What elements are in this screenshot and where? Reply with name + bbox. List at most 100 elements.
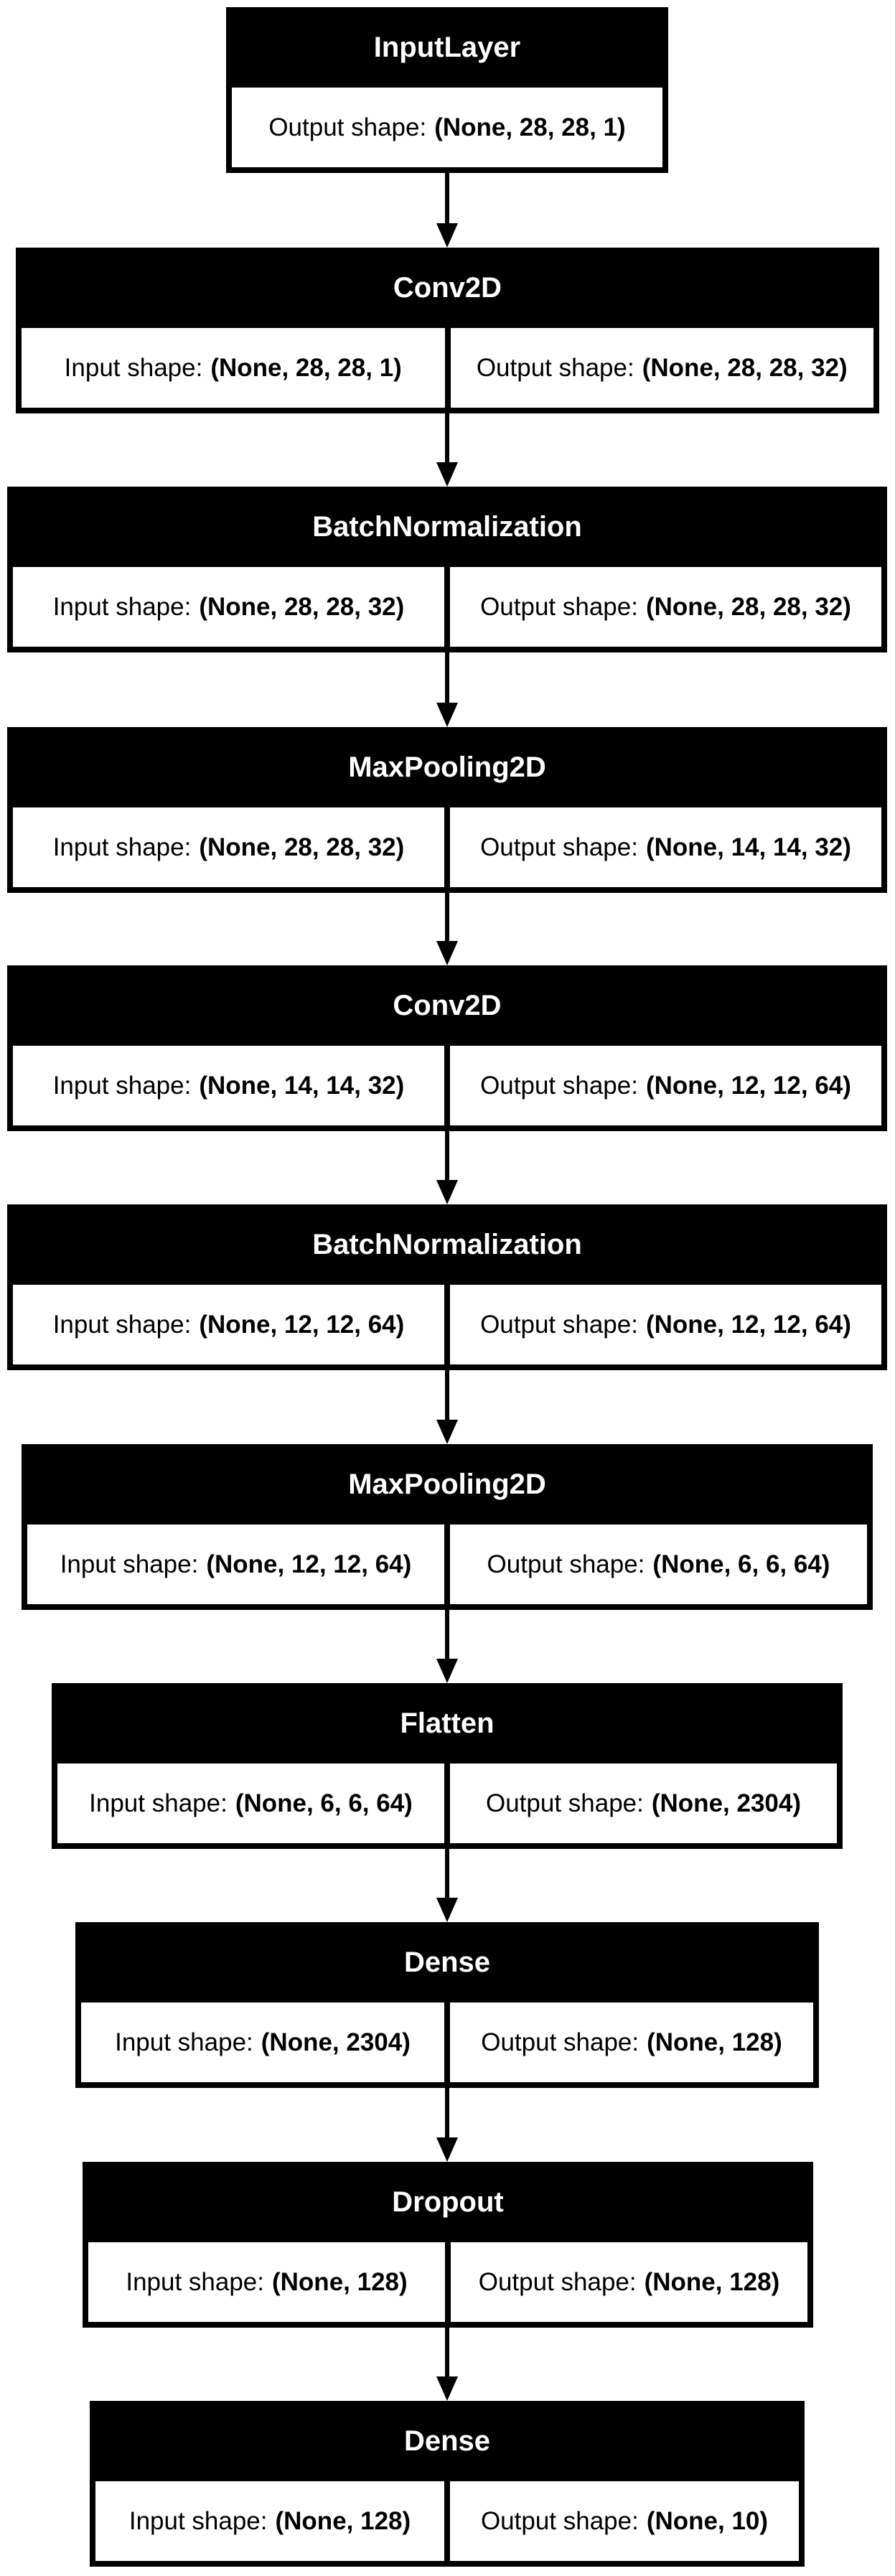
edge-line <box>445 2088 449 2140</box>
output-shape-cell: Output shape:(None, 12, 12, 64) <box>450 1046 881 1125</box>
output-shape-value: (None, 2304) <box>651 1789 801 1817</box>
input-shape-label: Input shape: <box>89 1789 228 1817</box>
output-shape-label: Output shape: <box>487 1550 645 1578</box>
layer-shapes: Input shape:(None, 12, 12, 64) Output sha… <box>27 1524 867 1604</box>
output-shape-cell: Output shape:(None, 14, 14, 32) <box>450 807 881 887</box>
layer-title: Dense <box>403 2425 491 2457</box>
input-shape-cell: Input shape:(None, 28, 28, 32) <box>13 807 444 887</box>
output-shape-cell: Output shape: (None, 28, 28, 32) <box>450 328 873 408</box>
layer-shapes: Input shape:(None, 28, 28, 32)Output sha… <box>13 807 881 887</box>
input-shape-label: Input shape: <box>64 353 203 382</box>
edge-line <box>445 1131 449 1183</box>
layer-shapes: Input shape:(None, 128)Output shape:(Non… <box>95 2481 799 2561</box>
input-shape-value: (None, 2304) <box>261 2028 411 2056</box>
input-shape-cell: Input shape:(None, 28, 28, 32) <box>13 567 444 647</box>
output-shape-label: Output shape: <box>268 113 427 141</box>
layer-node: MaxPooling2D Input shape:(None, 28, 28, 3… <box>7 727 887 893</box>
arrowhead-icon <box>436 1180 458 1204</box>
input-shape-cell: Input shape:(None, 28, 28, 1) <box>22 328 445 408</box>
input-shape-value: (None, 12, 12, 64) <box>199 1310 405 1339</box>
output-shape-label: Output shape: <box>485 1789 644 1817</box>
input-shape-label: Input shape: <box>52 1310 192 1339</box>
input-shape-label: Input shape: <box>52 833 192 861</box>
output-shape-value: (None, 6, 6, 64) <box>652 1550 830 1578</box>
layer-shapes: Input shape:(None, 14, 14, 32)Output sha… <box>13 1046 881 1125</box>
arrowhead-icon <box>436 941 458 965</box>
input-shape-label: Input shape: <box>115 2028 253 2056</box>
layer-title: Dropout <box>392 2186 504 2218</box>
input-shape-label: Input shape: <box>52 1071 192 1100</box>
layer-shapes: Input shape:(None, 12, 12, 64)Output sha… <box>13 1285 881 1364</box>
input-shape-value: (None, 28, 28, 32) <box>199 592 405 621</box>
input-shape-label: Input shape: <box>126 2267 264 2296</box>
layer-title: MaxPooling2D <box>348 1468 546 1500</box>
output-shape-value: (None, 28, 28, 32) <box>645 592 851 621</box>
output-shape-value: (None, 28, 28, 32) <box>642 353 848 382</box>
output-shape-cell: Output shape:(None, 2304) <box>450 1764 837 1843</box>
arrowhead-icon <box>436 223 458 248</box>
input-shape-cell: Input shape:(None, 128) <box>95 2481 444 2561</box>
layer-title: Conv2D <box>393 271 502 304</box>
input-shape-label: Input shape: <box>52 592 192 621</box>
layer-shapes: Input shape:(None, 6, 6, 64)Output shape… <box>57 1764 837 1843</box>
arrowhead-icon <box>436 703 458 727</box>
output-shape-value: (None, 12, 12, 64) <box>645 1310 851 1339</box>
arrowhead-icon <box>436 1898 458 1922</box>
output-shape-cell: Output shape: (None, 128) <box>450 2003 813 2082</box>
edge-line <box>445 173 449 226</box>
input-shape-label: Input shape: <box>60 1550 199 1578</box>
layer-title: Dense <box>403 1946 491 1978</box>
output-shape-cell: Output shape:(None, 128) <box>451 2242 807 2322</box>
arrowhead-icon <box>436 1420 458 1444</box>
output-shape-label: Output shape: <box>476 353 634 382</box>
output-shape-label: Output shape: <box>481 2028 639 2056</box>
output-shape-value: (None, 128) <box>647 2028 782 2056</box>
layer-shapes: Input shape:(None, 28, 28, 1)Output shap… <box>22 328 873 408</box>
output-shape-label: Output shape: <box>480 1071 638 1100</box>
output-shape-label: Output shape: <box>480 592 638 621</box>
input-shape-cell: Input shape:(None, 6, 6, 64) <box>57 1764 444 1843</box>
layer-shapes: Input shape:(None, 28, 28, 32)Output sha… <box>13 567 881 647</box>
output-shape-cell: Output shape:(None, 28, 28, 1) <box>232 88 662 167</box>
input-shape-cell: Input shape:(None, 12, 12, 64) <box>27 1524 444 1604</box>
input-shape-value: (None, 28, 28, 1) <box>210 353 402 382</box>
edge-line <box>445 413 449 465</box>
input-shape-value: (None, 12, 12, 64) <box>206 1550 412 1578</box>
layer-node: MaxPooling2D Input shape:(None, 12, 12, 6… <box>22 1444 873 1610</box>
input-shape-cell: Input shape: (None, 128) <box>88 2242 445 2322</box>
input-shape-label: Input shape: <box>128 2506 268 2535</box>
edge-line <box>445 1610 449 1662</box>
output-shape-cell: Output shape:(None, 28, 28, 32) <box>450 567 881 647</box>
arrowhead-icon <box>436 1659 458 1683</box>
layer-title: MaxPooling2D <box>348 751 546 783</box>
layer-title: Flatten <box>400 1707 495 1739</box>
output-shape-label: Output shape: <box>480 1310 638 1339</box>
arrowhead-icon <box>436 462 458 487</box>
input-shape-cell: Input shape: (None, 2304) <box>81 2003 444 2082</box>
edge-line <box>445 893 449 944</box>
input-shape-cell: Input shape:(None, 14, 14, 32) <box>13 1046 444 1125</box>
input-shape-value: (None, 28, 28, 32) <box>199 833 405 861</box>
output-shape-cell: Output shape:(None, 12, 12, 64) <box>450 1285 881 1364</box>
input-shape-value: (None, 6, 6, 64) <box>235 1789 413 1817</box>
layer-title: BatchNormalization <box>312 1228 582 1260</box>
layer-shapes: Input shape:(None, 128)Output shape:(Non… <box>88 2242 807 2322</box>
output-shape-label: Output shape: <box>478 2267 637 2296</box>
input-shape-value: (None, 128) <box>272 2267 408 2296</box>
output-shape-value: (None, 12, 12, 64) <box>645 1071 851 1100</box>
output-shape-label: Output shape: <box>480 833 638 861</box>
edge-line <box>445 2328 449 2379</box>
output-shape-label: Output shape: <box>480 2506 639 2535</box>
edge-line <box>445 1370 449 1423</box>
output-shape-cell: Output shape:(None, 10) <box>450 2481 799 2561</box>
arrowhead-icon <box>436 2137 458 2162</box>
output-shape-value: (None, 128) <box>644 2267 780 2296</box>
layer-title: BatchNormalization <box>312 510 582 543</box>
